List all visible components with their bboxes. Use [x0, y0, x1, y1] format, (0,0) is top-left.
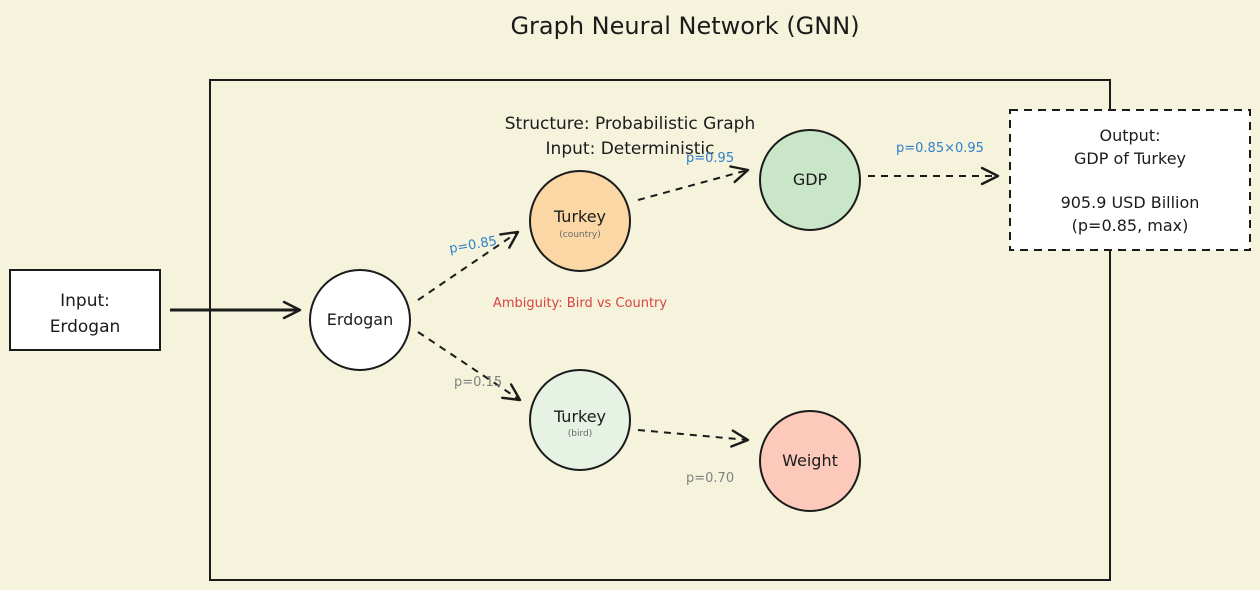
edge-country-gdp: [637, 165, 750, 201]
node-weight-label: Weight: [782, 451, 838, 470]
edge-label-country-gdp: p=0.95: [686, 151, 734, 166]
input-type-label: Input: Deterministic: [546, 139, 715, 159]
input-box-heading: Input:: [60, 291, 110, 311]
node-weight: Weight: [759, 410, 861, 512]
node-gdp: GDP: [759, 129, 861, 231]
node-turkey-country-label: Turkey: [553, 207, 606, 226]
output-box-heading: Output:: [1100, 126, 1161, 145]
node-turkey-bird: Turkey (bird): [529, 369, 631, 471]
edge-bird-weight: [637, 429, 750, 448]
structure-label: Structure: Probabilistic Graph: [505, 114, 756, 134]
input-box-value: Erdogan: [50, 317, 121, 337]
edge-label-bird-weight: p=0.70: [686, 471, 734, 486]
node-erdogan: Erdogan: [309, 269, 411, 371]
node-erdogan-label: Erdogan: [327, 310, 393, 329]
output-box: Output: GDP of Turkey 905.9 USD Billion …: [1009, 109, 1251, 251]
output-box-probability: (p=0.85, max): [1072, 216, 1189, 235]
node-turkey-bird-label: Turkey: [553, 407, 606, 426]
graph-container: [209, 79, 1111, 581]
node-turkey-bird-sub: (bird): [568, 429, 593, 439]
node-gdp-label: GDP: [793, 170, 828, 189]
output-box-target: GDP of Turkey: [1074, 149, 1186, 168]
input-box: Input: Erdogan: [9, 269, 161, 351]
diagram-title: Graph Neural Network (GNN): [510, 12, 859, 40]
edge-label-erdogan-country: p=0.85: [448, 234, 498, 257]
edge-label-gdp-output: p=0.85×0.95: [896, 141, 984, 156]
node-turkey-country-sub: (country): [559, 230, 600, 240]
node-turkey-country: Turkey (country): [529, 170, 631, 272]
ambiguity-note: Ambiguity: Bird vs Country: [493, 296, 667, 311]
output-box-value: 905.9 USD Billion: [1061, 193, 1200, 212]
edge-label-erdogan-bird: p=0.15: [454, 375, 502, 390]
